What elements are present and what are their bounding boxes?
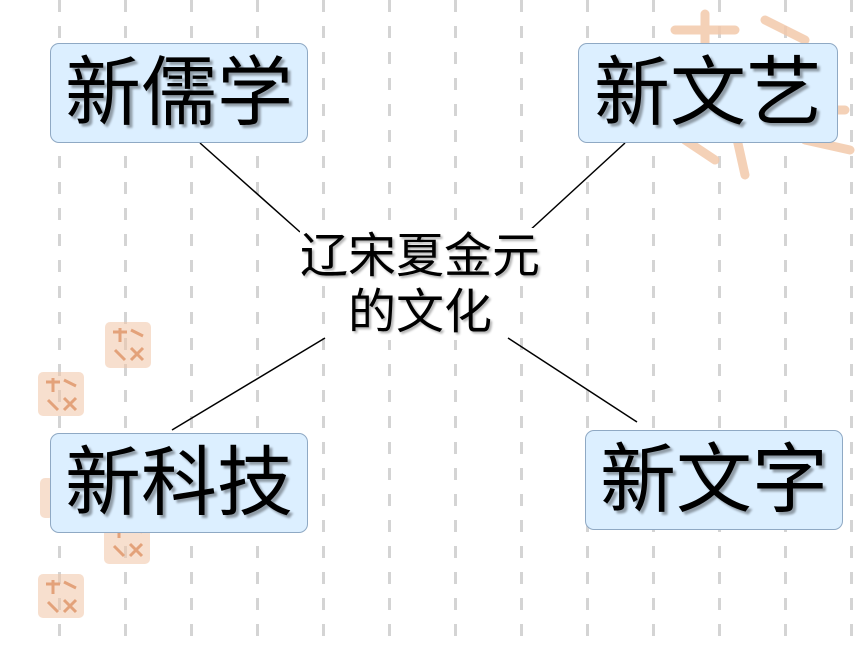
topic-box-new-literature-art: 新文艺 <box>578 43 838 143</box>
center-topic-line1: 辽宋夏金元 <box>299 228 540 284</box>
topic-box-neo-confucianism: 新儒学 <box>50 43 308 143</box>
seal-decoration <box>38 372 84 416</box>
connector-bottom-right <box>507 337 638 423</box>
seal-decoration <box>105 322 151 368</box>
connector-bottom-left <box>171 337 326 431</box>
center-topic: 辽宋夏金元 的文化 <box>280 228 560 340</box>
center-topic-line2: 的文化 <box>347 284 492 340</box>
topic-box-new-technology: 新科技 <box>50 433 308 533</box>
seal-decoration <box>38 574 84 618</box>
topic-box-new-scripts: 新文字 <box>585 430 843 530</box>
connector-top-right <box>527 142 626 233</box>
connector-top-left <box>199 142 301 233</box>
